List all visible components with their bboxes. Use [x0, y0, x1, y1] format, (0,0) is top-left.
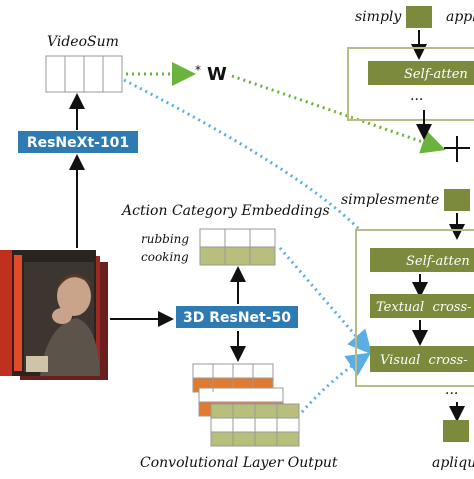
cooking-label: cooking: [141, 250, 189, 264]
simplesmente-token-box: [444, 189, 470, 211]
dotted-arrow-embeddings-to-visual: [278, 247, 372, 355]
sum-icon: [444, 136, 470, 162]
apliqu-label: apliqu: [432, 455, 474, 471]
star-label: *: [195, 63, 201, 77]
visual-cross-box: [370, 346, 474, 372]
action-embedding-vectors: [199, 228, 276, 266]
conv-output-label: Convolutional Layer Output: [140, 455, 338, 471]
dots-label: ···: [410, 92, 423, 108]
dotted-arrow-conv-to-visual: [300, 352, 371, 413]
textual-cross-label: Textual cross-: [376, 300, 472, 315]
self-attention-bottom-label: Self-atten: [406, 254, 470, 269]
w-label: W: [207, 64, 227, 85]
simply-label: simply: [355, 9, 402, 25]
resnext-label: ResNeXt-101: [27, 135, 129, 151]
resnext-box: [18, 131, 138, 153]
encoder-frame: [347, 47, 474, 121]
textual-cross-box: [370, 294, 474, 318]
videosum-vector: [45, 55, 123, 93]
3dresnet-box: [176, 306, 298, 328]
simplesmente-label: simplesmente: [341, 192, 439, 208]
appl-label: appl: [446, 9, 474, 25]
output-token-box: [443, 420, 469, 442]
rubbing-label: rubbing: [141, 232, 189, 246]
self-attention-top-label: Self-atten: [404, 67, 468, 82]
self-attention-bottom-box: [370, 248, 474, 272]
simply-token-box: [406, 6, 432, 28]
conv-output-stack: [192, 363, 300, 447]
visual-cross-label: Visual cross-: [380, 353, 468, 368]
action-embeddings-label: Action Category Embeddings: [120, 203, 330, 219]
dotted-line-videosum-to-decoder: [123, 78, 362, 232]
video-frames-stack: [0, 250, 108, 380]
videosum-label: VideoSum: [47, 34, 119, 50]
dots-bottom-label: ···: [445, 386, 458, 402]
self-attention-top-box: [368, 61, 474, 85]
3dresnet-label: 3D ResNet-50: [183, 310, 291, 326]
decoder-frame: [355, 229, 474, 387]
dotted-arrow-w-to-sum: [231, 74, 446, 154]
